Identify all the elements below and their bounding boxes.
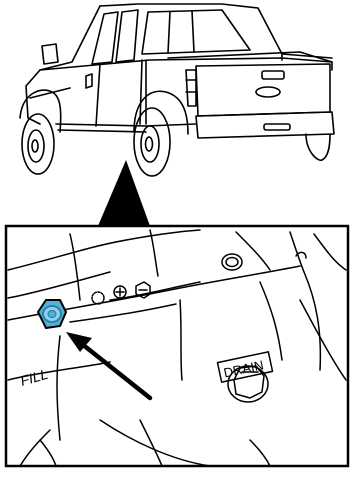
truck-a-pillar (40, 6, 100, 70)
pickup-truck (20, 4, 334, 176)
inset-frame (6, 226, 348, 466)
truck-taillight (186, 70, 196, 106)
truck-front-window (92, 12, 118, 64)
truck-rear-glass (142, 10, 250, 54)
detail-inset: FILL DRAIN (6, 226, 348, 466)
tailgate-badge (256, 87, 280, 97)
rear-wheel (134, 108, 170, 176)
truck-rear-door-window (116, 10, 138, 62)
truck-rocker (56, 124, 196, 126)
truck-mirror (42, 44, 58, 64)
rear-wheel-far (306, 134, 330, 160)
tailgate-handle (262, 71, 284, 79)
door-handle (86, 74, 92, 88)
